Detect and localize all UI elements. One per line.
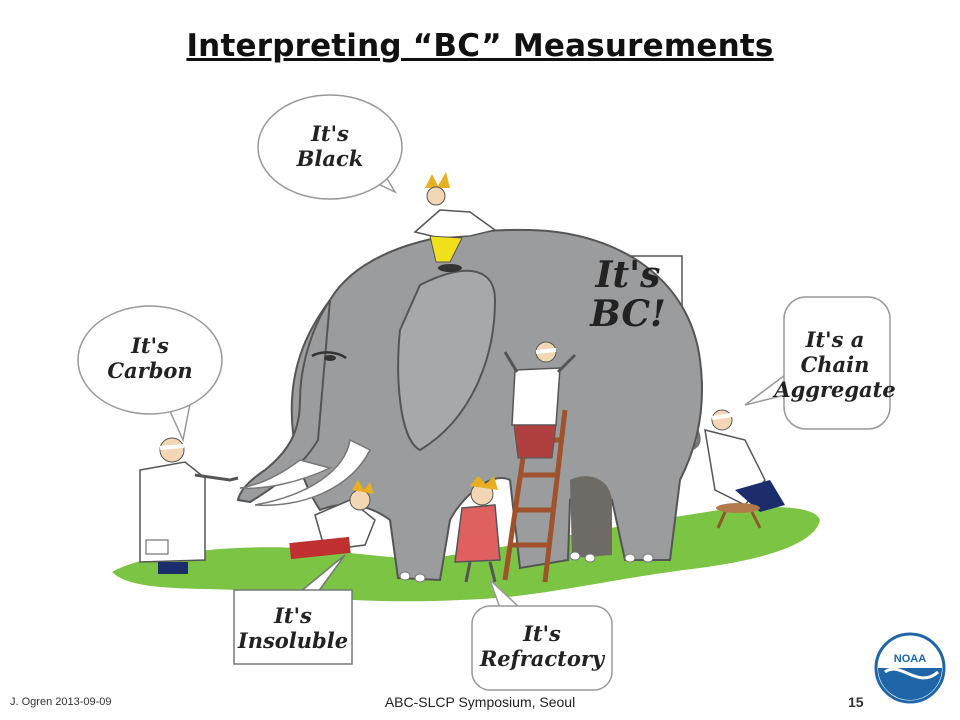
scientist-pointing bbox=[139, 437, 239, 574]
elephant-tusk bbox=[239, 459, 333, 490]
bubble-insoluble bbox=[233, 554, 353, 665]
page-number: 15 bbox=[848, 694, 864, 710]
bubble-refractory bbox=[471, 579, 613, 691]
scientist-on-back bbox=[413, 172, 497, 272]
scientist-woman bbox=[454, 476, 501, 583]
footer-event: ABC-SLCP Symposium, Seoul bbox=[384, 694, 576, 710]
noaa-logo: NOAA bbox=[874, 632, 946, 704]
scientist-at-tail bbox=[704, 409, 785, 529]
elephant-eye bbox=[311, 351, 347, 360]
bubble-black bbox=[257, 94, 403, 200]
footer-author-date: J. Ogren 2013-09-09 bbox=[10, 696, 112, 708]
elephant-tusk bbox=[254, 438, 372, 507]
bubble-chain-aggregate bbox=[744, 296, 891, 430]
slide-title: Interpreting “BC” Measurements bbox=[186, 28, 774, 64]
noaa-logo-text: NOAA bbox=[894, 653, 926, 665]
scientist-on-ladder bbox=[503, 341, 577, 459]
elephant bbox=[236, 228, 703, 583]
bubble-carbon bbox=[77, 305, 223, 443]
scientist-crouching bbox=[289, 480, 376, 560]
